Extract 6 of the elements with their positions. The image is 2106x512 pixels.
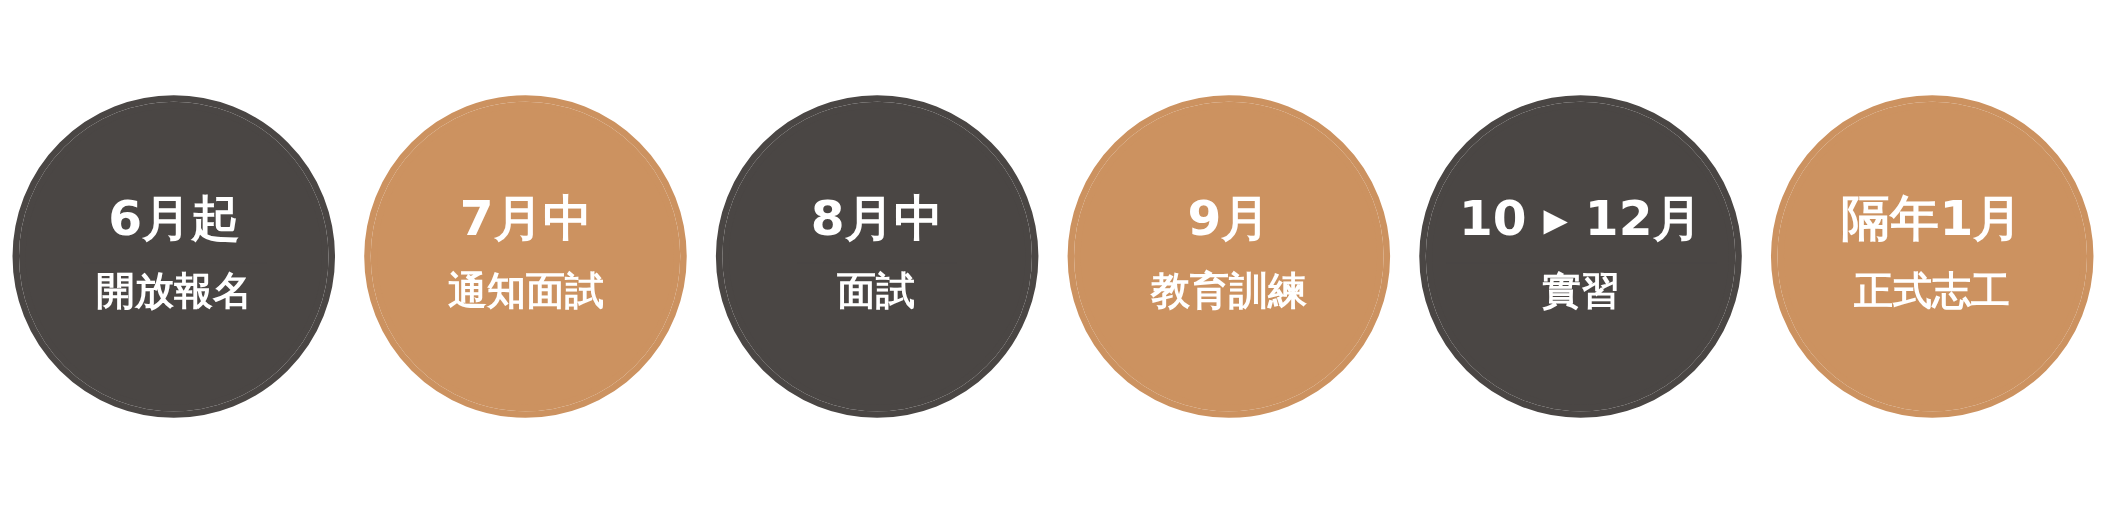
node-circle: 8月中 面試 xyxy=(715,94,1039,418)
node-circle: 6月起 開放報名 xyxy=(12,94,336,418)
node-circle: 9月 教育訓練 xyxy=(1067,94,1391,418)
node-circle: 7月中 通知面試 xyxy=(364,94,687,418)
node-circle: 隔年1月 正式志工 xyxy=(1770,94,2094,418)
node-circle: 10 ▸ 12月 實習 xyxy=(1419,94,1742,418)
